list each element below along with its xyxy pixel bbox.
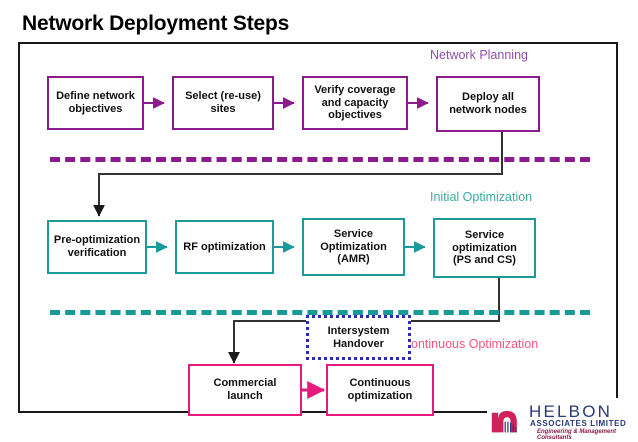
node-rf-optimization[interactable]: RF optimization	[175, 220, 274, 274]
node-line-1: Service	[464, 229, 505, 242]
logo-tagline: Engineering & Management Consultants	[537, 429, 617, 440]
node-line-2: optimization	[347, 390, 413, 402]
page-title: Network Deployment Steps	[22, 12, 290, 35]
section-label-network-planning: Network Planning	[430, 48, 528, 62]
node-line-2: launch	[227, 390, 263, 402]
node-pre-optimization-verification[interactable]: Pre-optimization verification	[47, 220, 147, 274]
node-line-1: Select (re-use)	[185, 90, 261, 103]
node-commercial-launch[interactable]: Commercial launch	[188, 364, 302, 416]
node-deploy-all-network-nodes[interactable]: Deploy all network nodes	[436, 76, 540, 132]
node-line-2: network nodes	[449, 104, 527, 116]
diagram-canvas: Network Planning Initial Optimization Co…	[18, 42, 618, 416]
node-select-reuse-sites[interactable]: Select (re-use) sites	[172, 76, 274, 130]
node-line-2: and capacity	[321, 96, 389, 109]
section-label-continuous-optimization: Continuous Optimization	[402, 337, 539, 351]
node-line-2: Optimization	[320, 240, 387, 253]
divider-initial-continuous	[50, 310, 590, 315]
node-line-1: Pre-optimization	[53, 234, 141, 247]
node-service-optimization-ps-cs[interactable]: Service optimization (PS and CS)	[433, 218, 536, 278]
node-line-1: Intersystem	[327, 324, 390, 337]
node-line-1: Verify coverage	[314, 84, 396, 97]
divider-planning-initial	[50, 157, 590, 162]
node-line-3: objectives	[328, 109, 382, 122]
logo-subtitle: ASSOCIATES LIMITED	[530, 419, 627, 428]
logo-name: HELBON	[529, 402, 613, 421]
company-logo: HELBON ASSOCIATES LIMITED Engineering & …	[487, 398, 635, 440]
node-define-network-objectives[interactable]: Define network objectives	[47, 76, 144, 130]
node-line-2: Handover	[333, 337, 384, 350]
node-line-3: (PS and CS)	[453, 254, 516, 267]
helbon-mark-icon	[491, 410, 517, 433]
node-line-3: (AMR)	[337, 253, 370, 266]
node-line-2: optimization	[452, 241, 517, 254]
node-line-1: Commercial	[213, 377, 277, 390]
node-line-2: sites	[210, 103, 236, 115]
node-line-2: verification	[67, 247, 127, 259]
node-line-1: Service	[333, 228, 374, 241]
node-verify-coverage-capacity[interactable]: Verify coverage and capacity objectives	[302, 76, 408, 130]
section-label-initial-optimization: Initial Optimization	[430, 190, 533, 204]
node-line-2: objectives	[68, 103, 123, 115]
node-continuous-optimization[interactable]: Continuous optimization	[326, 364, 434, 416]
node-line-1: Continuous	[349, 377, 411, 390]
node-intersystem-handover[interactable]: Intersystem Handover	[306, 315, 411, 360]
node-line-1: RF optimization	[183, 240, 266, 253]
node-service-optimization-amr[interactable]: Service Optimization (AMR)	[302, 218, 405, 276]
node-line-1: Deploy all	[462, 91, 514, 104]
node-line-1: Define network	[56, 90, 135, 103]
